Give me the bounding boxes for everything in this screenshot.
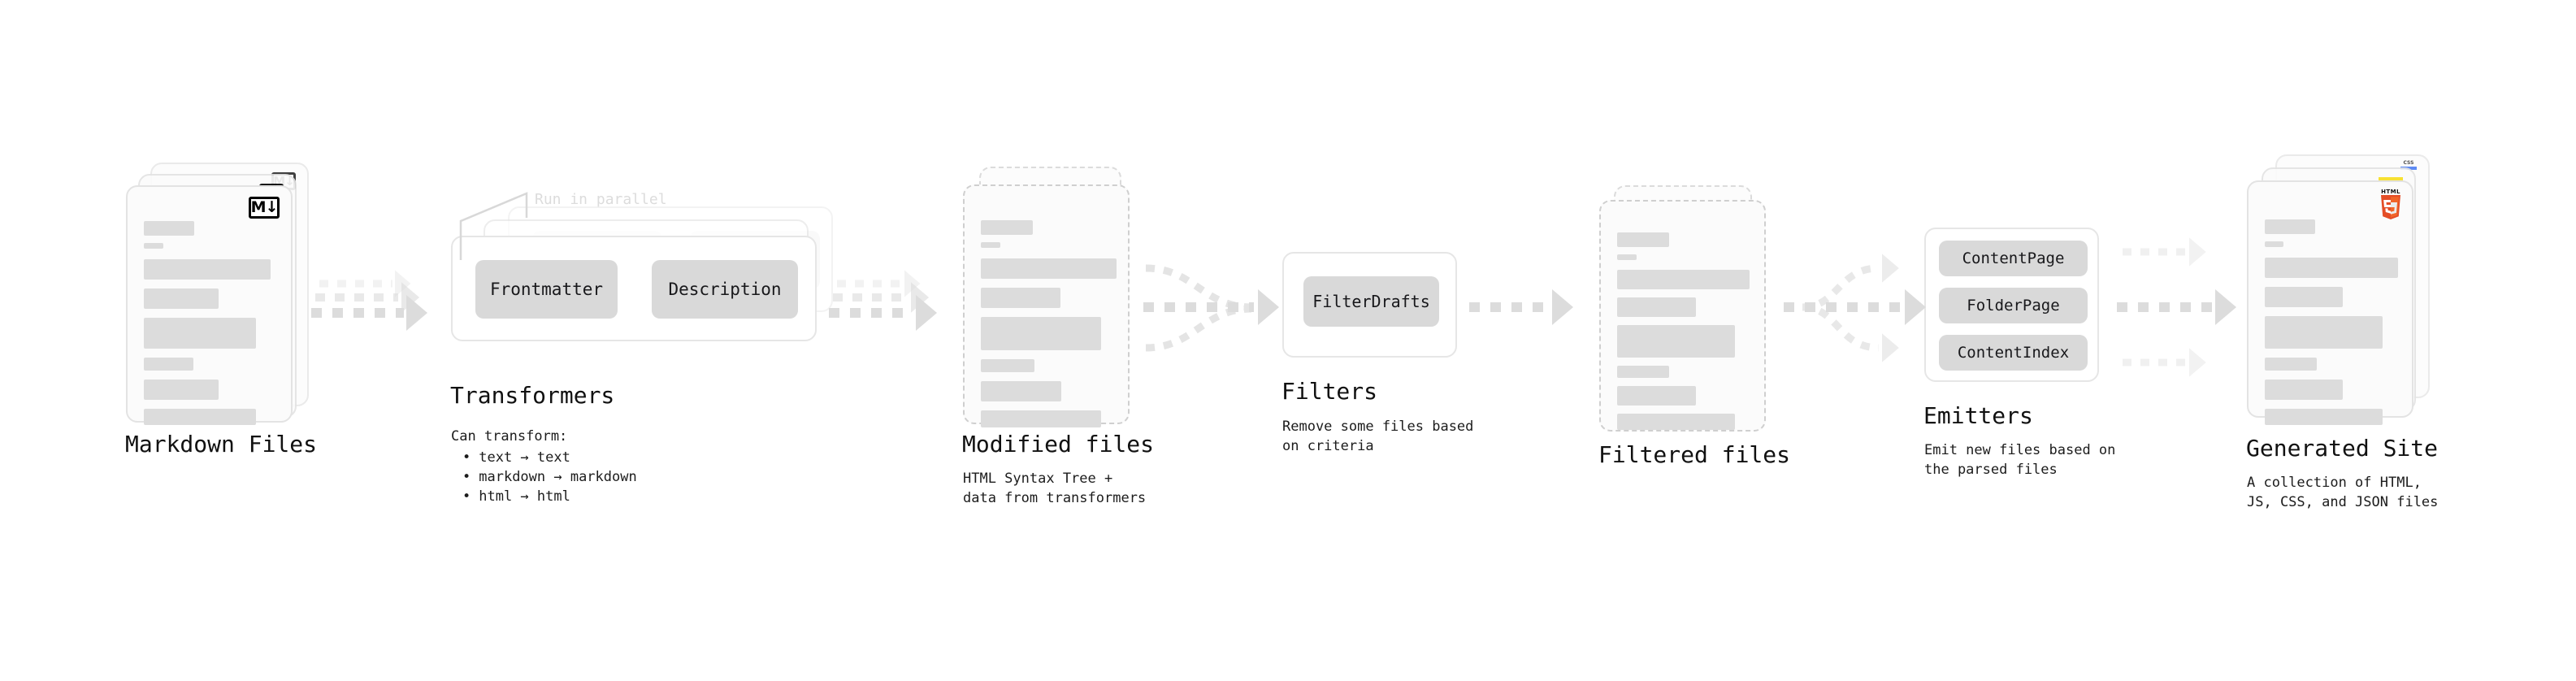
transformers-caption: Can transform: text → text markdown → ma… <box>451 427 637 506</box>
html5-icon-shield <box>2381 195 2400 219</box>
transformers-box-stack: Frontmatter Description <box>451 195 833 358</box>
markdown-icon-glyph: M↓ <box>250 198 279 216</box>
doc-line <box>1617 414 1735 430</box>
generated-site-stack: CSS HTML <box>2247 154 2442 431</box>
stage-markdown-files: M↓ M↓ M↓ Markdown Files <box>125 163 317 458</box>
doc-line <box>2265 241 2283 247</box>
connector-filtered-to-emitters <box>1784 254 1926 362</box>
filtered-file-stack <box>1599 185 1774 445</box>
stage-filtered-files: Filtered files <box>1598 185 1790 468</box>
doc-line <box>144 243 163 249</box>
emitter-pill-contentindex[interactable]: ContentIndex <box>1939 335 2088 371</box>
doc-line <box>2265 287 2343 307</box>
doc-line <box>2265 219 2315 234</box>
doc-line <box>1617 386 1696 406</box>
emitters-group-box: ContentPage FolderPage ContentIndex <box>1924 228 2099 382</box>
document-placeholder-lines <box>144 221 276 432</box>
doc-line <box>981 220 1033 235</box>
document-placeholder-lines <box>1617 232 1750 437</box>
doc-line <box>981 317 1101 350</box>
doc-line <box>144 259 271 280</box>
stage-subtitle-emitters: Emit new files based on the parsed files <box>1924 442 2116 478</box>
doc-line <box>144 221 194 236</box>
html5-icon-label: HTML <box>2381 189 2400 195</box>
transformers-caption-list: text → text markdown → markdown html → h… <box>451 448 637 506</box>
stage-subtitle-generated-site: A collection of HTML, JS, CSS, and JSON … <box>2247 475 2439 510</box>
transformer-pill-frontmatter[interactable]: Frontmatter <box>475 260 618 319</box>
stage-title-transformers: Transformers <box>450 382 615 409</box>
stage-transformers: Frontmatter Description Run in parallel … <box>450 191 833 505</box>
doc-line <box>981 381 1061 401</box>
document-placeholder-lines <box>2265 219 2398 432</box>
stage-title-modified-files: Modified files <box>962 431 1155 458</box>
doc-line <box>144 409 256 425</box>
stage-generated-site: CSS HTML <box>2246 154 2442 510</box>
markdown-icon: M↓ <box>249 197 280 219</box>
filter-pill-filterdrafts[interactable]: FilterDrafts <box>1303 276 1439 327</box>
connector-modified-to-filters <box>1143 264 1279 352</box>
transformer-group-front: Frontmatter Description <box>451 236 817 341</box>
modified-card-front <box>963 184 1130 427</box>
stage-title-emitters: Emitters <box>1923 402 2033 429</box>
doc-line <box>1617 254 1637 260</box>
transformers-caption-item: html → html <box>462 487 637 506</box>
doc-line <box>2265 258 2398 278</box>
stage-modified-files: Modified files HTML Syntax Tree + data f… <box>962 167 1154 506</box>
document-placeholder-lines <box>981 220 1117 435</box>
doc-line <box>2265 358 2317 371</box>
doc-line <box>144 318 256 349</box>
doc-line <box>1617 270 1750 289</box>
emitter-pill-folderpage[interactable]: FolderPage <box>1939 288 2088 323</box>
connector-markdown-to-transformers <box>311 270 427 331</box>
stage-title-generated-site: Generated Site <box>2246 435 2439 462</box>
doc-line <box>144 380 219 400</box>
doc-line <box>144 288 219 309</box>
transformers-caption-item: text → text <box>462 448 637 467</box>
doc-line <box>981 410 1101 427</box>
transformers-caption-lead: Can transform: <box>451 428 568 445</box>
transformer-pill-description[interactable]: Description <box>652 260 798 319</box>
modified-file-stack <box>963 167 1138 435</box>
transformers-caption-item: markdown → markdown <box>462 467 636 487</box>
generated-card-html: HTML <box>2247 180 2413 425</box>
doc-line <box>2265 409 2383 425</box>
connector-filters-to-filtered <box>1469 289 1573 325</box>
stage-title-filtered-files: Filtered files <box>1598 441 1791 468</box>
doc-line <box>981 359 1034 372</box>
run-in-parallel-label: Run in parallel <box>535 191 667 208</box>
doc-line <box>1617 232 1669 247</box>
html5-icon: HTML <box>2379 189 2402 220</box>
stage-title-filters: Filters <box>1281 378 1378 405</box>
doc-line <box>1617 366 1669 378</box>
doc-line <box>981 242 1000 248</box>
css-icon-label: CSS <box>2403 160 2414 166</box>
doc-line <box>981 288 1060 308</box>
emitter-pill-contentpage[interactable]: ContentPage <box>1939 241 2088 276</box>
markdown-file-stack: M↓ M↓ M↓ <box>126 163 313 425</box>
connector-transformers-to-modified <box>829 270 937 331</box>
doc-line <box>144 358 193 371</box>
stage-subtitle-filters: Remove some files based on criteria <box>1282 419 1474 454</box>
doc-line <box>2265 380 2343 400</box>
doc-line <box>981 258 1117 279</box>
connector-emitters-to-site <box>2117 237 2236 377</box>
filters-group-box: FilterDrafts <box>1282 252 1457 358</box>
doc-line <box>1617 297 1696 317</box>
doc-line <box>2265 316 2383 349</box>
doc-line <box>1617 325 1735 358</box>
stage-title-markdown-files: Markdown Files <box>125 431 318 458</box>
stage-subtitle-modified-files: HTML Syntax Tree + data from transformer… <box>963 471 1147 506</box>
markdown-card-front: M↓ <box>126 185 293 425</box>
filtered-card-front <box>1599 200 1766 432</box>
